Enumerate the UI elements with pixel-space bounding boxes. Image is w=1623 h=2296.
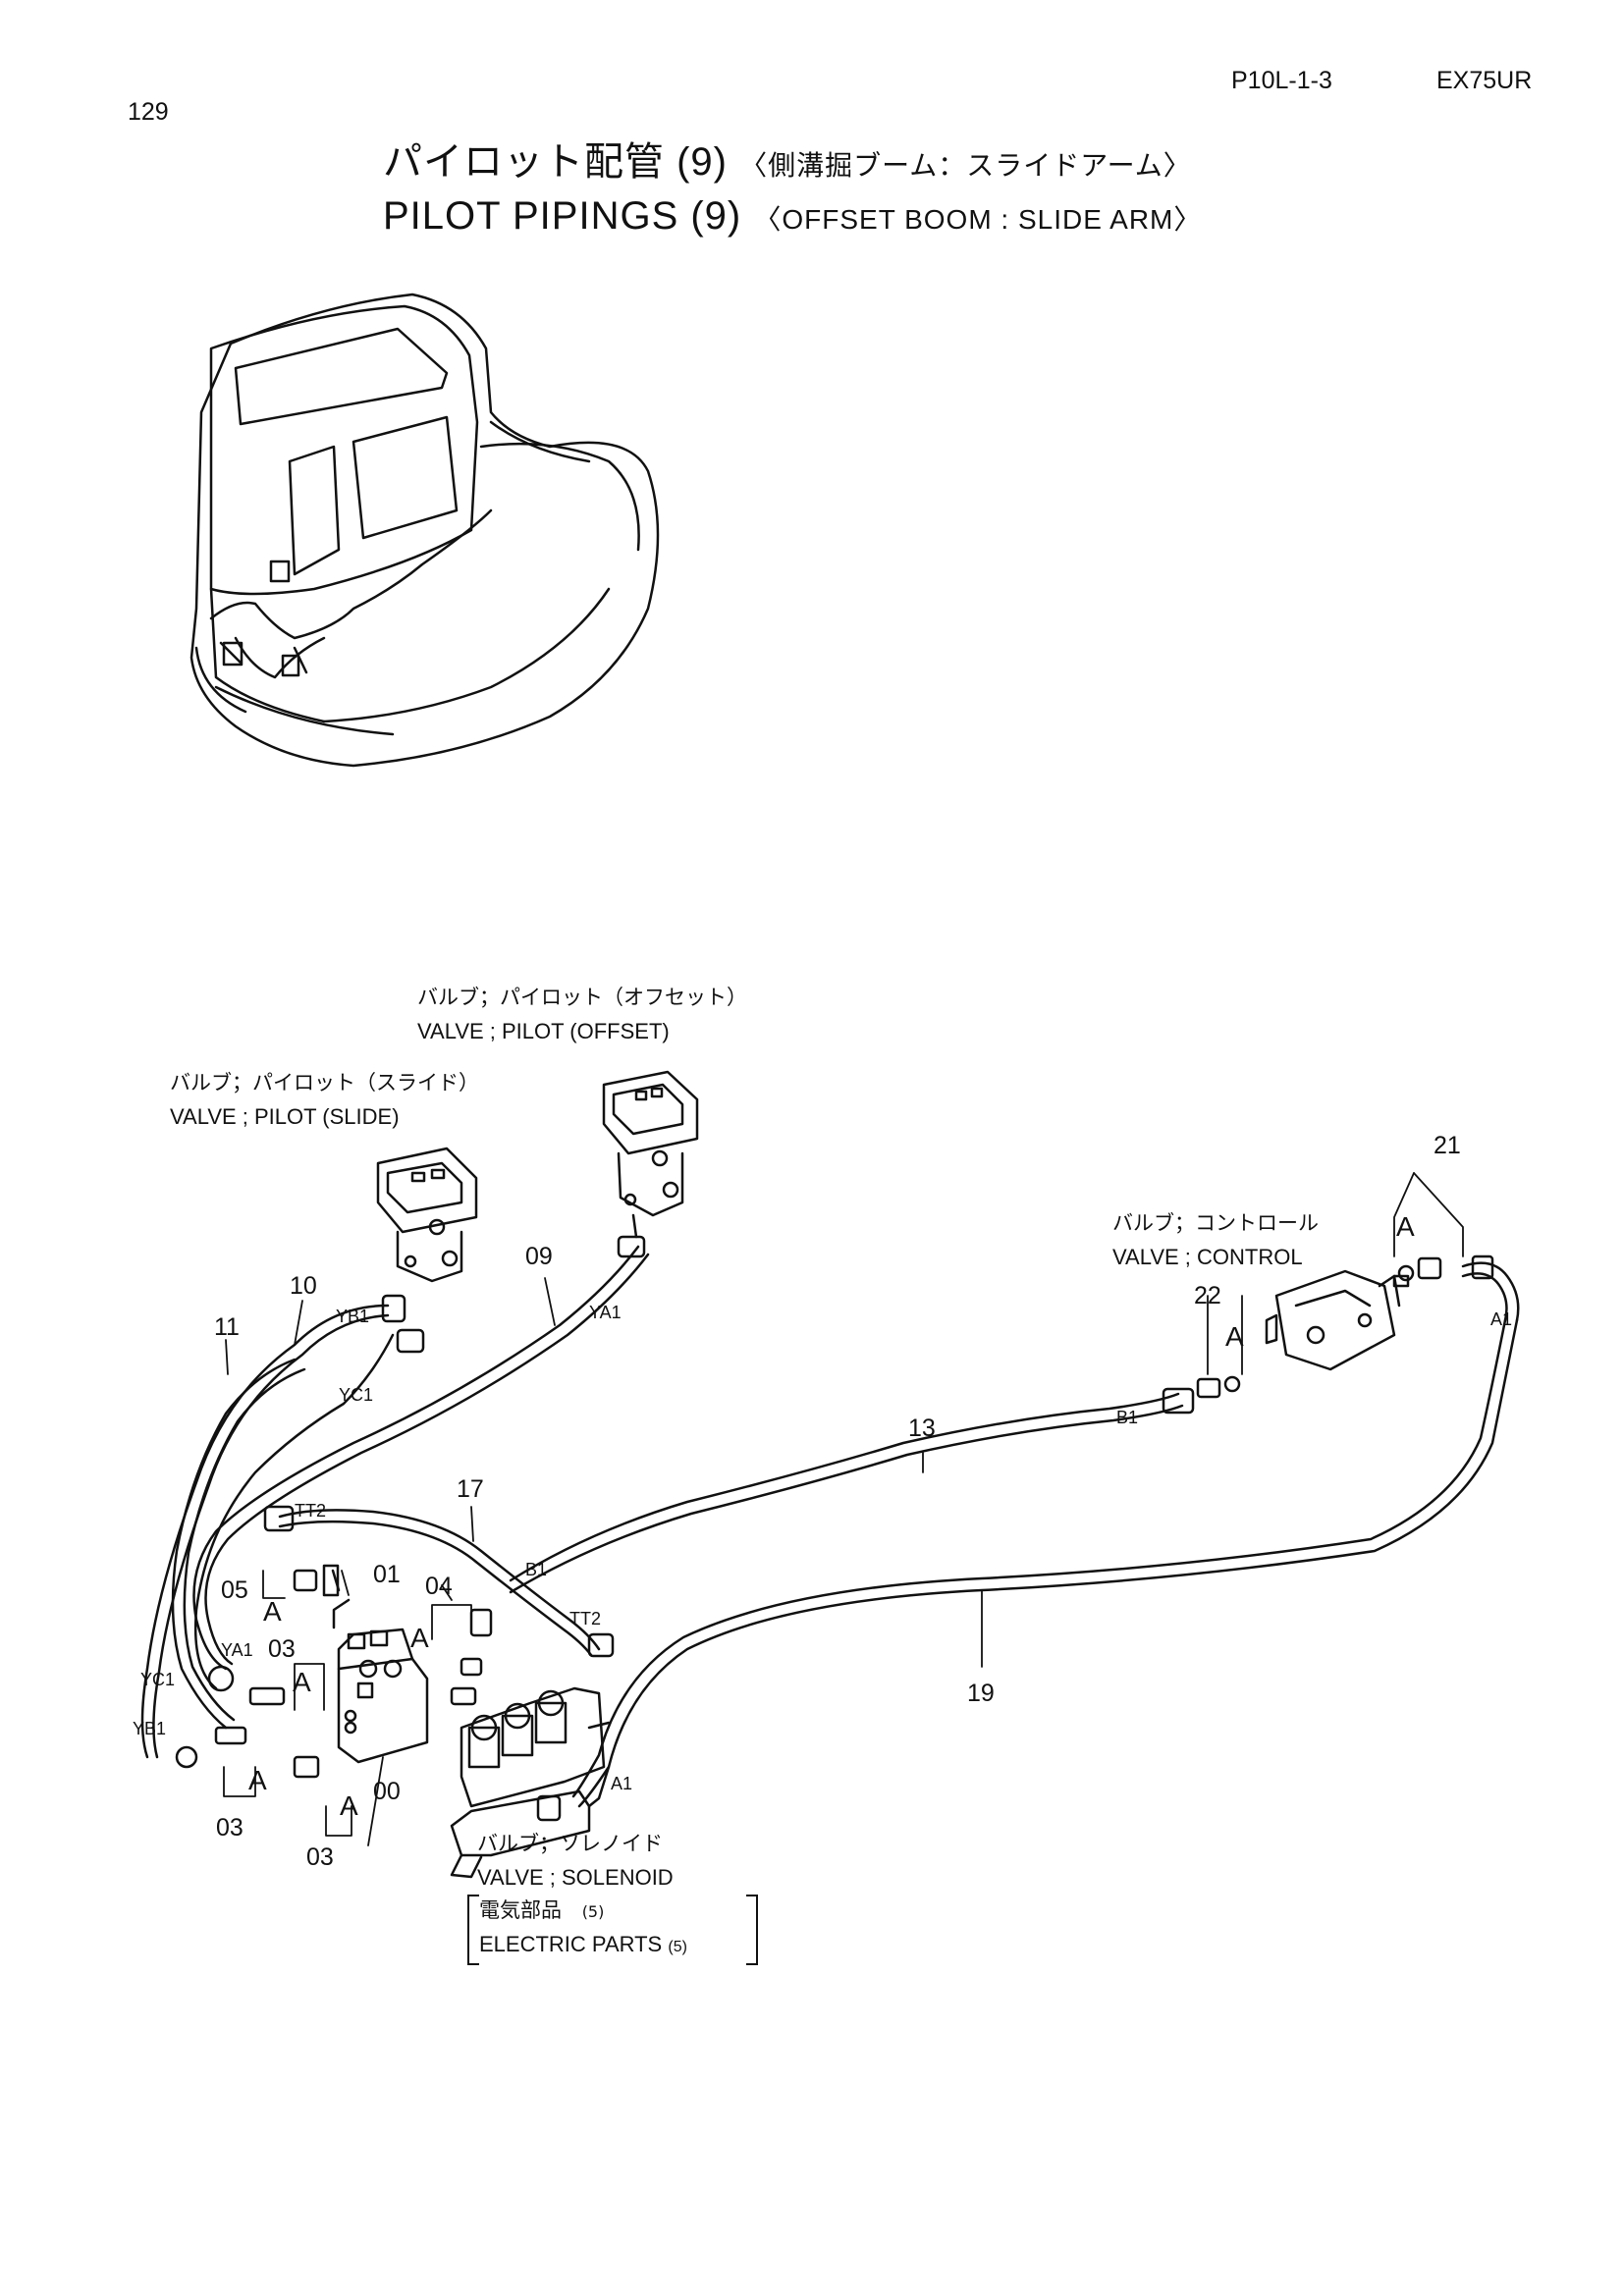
part-number-03a: 03 bbox=[268, 1635, 296, 1663]
valve-solenoid-jp: バルブ；ソレノイド bbox=[477, 1832, 663, 1855]
valve-pilot-offset-en: VALVE ; PILOT (OFFSET) bbox=[417, 1019, 670, 1043]
manifold-block-illustration bbox=[331, 1569, 429, 1764]
part-number-11: 11 bbox=[214, 1313, 240, 1341]
ref-a-03b: A bbox=[248, 1765, 267, 1795]
hose-yc1 bbox=[193, 1333, 395, 1690]
port-a1-right: A1 bbox=[1490, 1309, 1513, 1329]
model-name: EX75UR bbox=[1436, 67, 1533, 94]
ref-a-05: A bbox=[263, 1596, 282, 1627]
electric-parts-en-ref: (5) bbox=[668, 1939, 687, 1955]
part-number-03c: 03 bbox=[306, 1843, 334, 1871]
ref-a-22: A bbox=[1225, 1321, 1244, 1352]
port-yc1-left: YC1 bbox=[140, 1670, 176, 1689]
port-tt2-right: TT2 bbox=[569, 1609, 602, 1629]
title-en-sub: 〈OFFSET BOOM : SLIDE ARM〉 bbox=[753, 204, 1203, 235]
electric-parts-jp: 電気部品 (5) bbox=[479, 1900, 604, 1921]
hose-11 bbox=[171, 1358, 297, 1730]
fittings bbox=[175, 1235, 1494, 1822]
hose-09-outer bbox=[204, 1253, 650, 1666]
valve-solenoid-en: VALVE ; SOLENOID bbox=[477, 1865, 674, 1890]
electric-parts-en-text: ELECTRIC PARTS bbox=[479, 1932, 663, 1956]
ref-a-03a: A bbox=[293, 1667, 311, 1697]
part-number-09: 09 bbox=[525, 1243, 553, 1270]
ref-a-03c: A bbox=[340, 1790, 358, 1821]
solenoid-valve-illustration bbox=[450, 1686, 611, 1879]
part-number-00: 00 bbox=[373, 1778, 401, 1805]
part-number-17: 17 bbox=[457, 1475, 484, 1503]
pilot-valve-slide-illustration bbox=[376, 1147, 478, 1283]
part-number-19: 19 bbox=[967, 1680, 995, 1707]
part-number-13: 13 bbox=[908, 1415, 936, 1442]
page-code: P10L-1-3 bbox=[1231, 67, 1332, 94]
part-number-22: 22 bbox=[1194, 1282, 1221, 1309]
hose-19-outer bbox=[571, 1318, 1507, 1798]
control-valve-illustration bbox=[1265, 1269, 1410, 1371]
electric-parts-jp-text: 電気部品 bbox=[479, 1898, 562, 1922]
hose-13-outer bbox=[509, 1404, 1184, 1594]
hose-19 bbox=[577, 1318, 1519, 1808]
electric-parts-bracket-right bbox=[746, 1895, 758, 1965]
valve-control-en: VALVE ; CONTROL bbox=[1112, 1245, 1303, 1269]
hose-11-outer bbox=[183, 1367, 306, 1722]
hose-17-outer bbox=[278, 1520, 593, 1657]
port-yb1-left: YB1 bbox=[133, 1719, 167, 1738]
hose-10-outer bbox=[152, 1313, 390, 1759]
hose-09 bbox=[192, 1245, 640, 1671]
port-tt2-left: TT2 bbox=[295, 1501, 327, 1521]
pilot-valve-offset-illustration bbox=[602, 1070, 699, 1239]
ref-a-04: A bbox=[410, 1623, 429, 1653]
page-number: 129 bbox=[128, 98, 169, 126]
electric-parts-jp-ref: (5) bbox=[581, 1902, 605, 1921]
part-number-04: 04 bbox=[425, 1573, 453, 1600]
electric-parts-bracket-left bbox=[467, 1895, 479, 1965]
port-yc1-top: YC1 bbox=[339, 1385, 374, 1405]
hose-17 bbox=[278, 1509, 601, 1651]
port-ya1-left: YA1 bbox=[221, 1640, 253, 1660]
title-jp: パイロット配管 (9) 〈側溝掘ブーム：スライドアーム〉 bbox=[383, 142, 1192, 182]
title-en-main: PILOT PIPINGS (9) bbox=[383, 194, 742, 238]
part-number-21: 21 bbox=[1434, 1132, 1461, 1159]
leader-lines bbox=[223, 1172, 1464, 1846]
title-jp-sub: 〈側溝掘ブーム：スライドアーム〉 bbox=[739, 150, 1192, 181]
title-jp-main: パイロット配管 (9) bbox=[383, 140, 728, 184]
valve-pilot-slide-jp: バルブ；パイロット（スライド） bbox=[170, 1071, 479, 1095]
excavator-illustration bbox=[189, 293, 660, 768]
hose-21 bbox=[1461, 1261, 1520, 1322]
valve-control-jp: バルブ；コントロール bbox=[1112, 1211, 1319, 1235]
valve-pilot-slide-en: VALVE ; PILOT (SLIDE) bbox=[170, 1104, 400, 1129]
title-en: PILOT PIPINGS (9) 〈OFFSET BOOM : SLIDE A… bbox=[383, 196, 1202, 236]
part-number-03b: 03 bbox=[216, 1814, 243, 1842]
port-a1-bottom: A1 bbox=[611, 1774, 633, 1793]
port-b1-right: B1 bbox=[1116, 1408, 1139, 1427]
ref-a-control: A bbox=[1396, 1211, 1415, 1242]
hose-10 bbox=[140, 1304, 390, 1759]
valve-pilot-offset-jp: バルブ；パイロット（オフセット） bbox=[417, 986, 747, 1009]
hose-13 bbox=[509, 1392, 1180, 1582]
part-number-10: 10 bbox=[290, 1272, 317, 1300]
electric-parts-en: ELECTRIC PARTS (5) bbox=[479, 1934, 687, 1955]
part-number-01: 01 bbox=[373, 1561, 401, 1588]
hose-21-outer bbox=[1461, 1272, 1508, 1322]
part-number-05: 05 bbox=[221, 1576, 248, 1604]
port-b1-mid: B1 bbox=[525, 1560, 548, 1579]
port-yb1-top: YB1 bbox=[336, 1307, 370, 1326]
port-ya1-top: YA1 bbox=[589, 1303, 622, 1322]
